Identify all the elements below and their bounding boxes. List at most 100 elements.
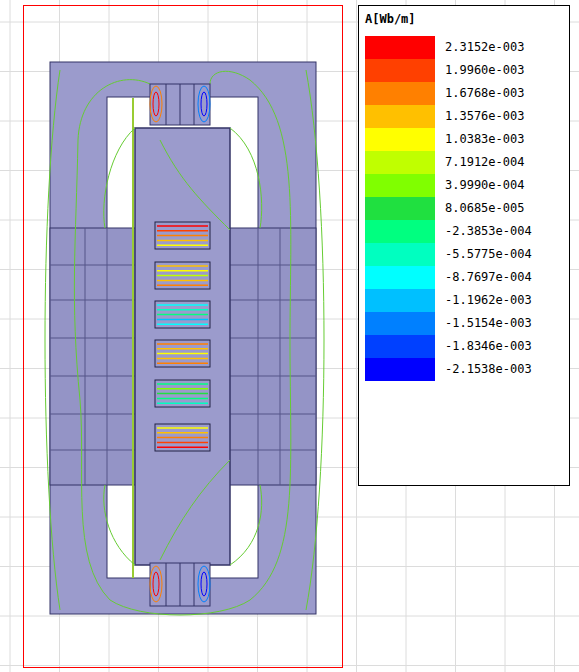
contour-line — [157, 230, 208, 232]
legend-entry: 2.3152e-003 — [365, 36, 565, 59]
contour-line — [157, 304, 208, 306]
contour-line — [157, 402, 208, 404]
grid-line — [0, 665, 579, 666]
contour-line — [157, 353, 208, 355]
legend-entry: 1.9960e-003 — [365, 59, 565, 82]
contour-line — [157, 319, 208, 321]
legend-entry: -2.3853e-004 — [365, 220, 565, 243]
coil-body — [155, 301, 210, 328]
legend-value: -2.1538e-003 — [445, 362, 532, 376]
legend-entry: 1.6768e-003 — [365, 82, 565, 105]
contour-line — [157, 280, 208, 282]
contour-line — [157, 446, 208, 448]
coil-body — [155, 380, 210, 407]
middle-coils — [155, 222, 210, 451]
contour-line — [157, 270, 208, 272]
legend-swatch — [365, 197, 435, 220]
legend-entry: -2.1538e-003 — [365, 358, 565, 381]
legend-swatch — [365, 82, 435, 105]
middle-band — [50, 228, 316, 485]
contour-line — [157, 284, 208, 286]
contour-lines — [45, 70, 324, 615]
coil — [155, 301, 210, 328]
legend-value: 8.0685e-005 — [445, 201, 524, 215]
legend-value: -5.5775e-004 — [445, 247, 532, 261]
grid-line — [0, 616, 579, 617]
legend-swatch — [365, 312, 435, 335]
legend-value: 1.3576e-003 — [445, 109, 524, 123]
contour-line — [157, 235, 208, 237]
coil-body — [155, 424, 210, 451]
center-leg — [135, 128, 230, 565]
legend-swatch — [365, 266, 435, 289]
contour-line — [157, 442, 208, 444]
legend-value: 3.9990e-004 — [445, 178, 524, 192]
legend-entry: 8.0685e-005 — [365, 197, 565, 220]
contour-line — [157, 393, 208, 395]
contour-line — [157, 437, 208, 439]
legend-swatch — [365, 289, 435, 312]
legend-swatch — [365, 151, 435, 174]
legend-value: 2.3152e-003 — [445, 40, 524, 54]
grid-line — [356, 0, 357, 672]
contour-line — [157, 432, 208, 434]
contour-line — [157, 358, 208, 360]
legend-entry: -1.1962e-003 — [365, 289, 565, 312]
contour-line — [157, 314, 208, 316]
legend-entry: -1.5154e-003 — [365, 312, 565, 335]
contour-line — [157, 225, 208, 227]
contour-line — [157, 388, 208, 390]
legend-title: A[Wb/m] — [365, 12, 416, 26]
coil — [155, 380, 210, 407]
legend-entry: 1.0383e-003 — [365, 128, 565, 151]
legend-entry: 7.1912e-004 — [365, 151, 565, 174]
band-divisions — [50, 228, 316, 485]
legend-entry: -1.8346e-003 — [365, 335, 565, 358]
legend-value: 1.0383e-003 — [445, 132, 524, 146]
contour-line — [157, 343, 208, 345]
legend-value: -2.3853e-004 — [445, 224, 532, 238]
region-boundary — [24, 6, 343, 668]
coil — [155, 262, 210, 289]
top-coil — [150, 84, 210, 125]
contour-line — [157, 362, 208, 364]
contour-line — [157, 275, 208, 277]
legend-panel: A[Wb/m] 2.3152e-003 1.9960e-003 1.6768e-003… — [358, 5, 570, 486]
legend-swatch — [365, 220, 435, 243]
legend-entry: -5.5775e-004 — [365, 243, 565, 266]
legend-entry: 3.9990e-004 — [365, 174, 565, 197]
contour-line — [157, 398, 208, 400]
legend-swatch — [365, 105, 435, 128]
legend-value: 1.9960e-003 — [445, 63, 524, 77]
coil — [155, 424, 210, 451]
coil-body — [155, 222, 210, 249]
legend-swatch — [365, 358, 435, 381]
legend-swatch — [365, 243, 435, 266]
legend-entry: -8.7697e-004 — [365, 266, 565, 289]
contour-line — [157, 244, 208, 246]
legend-value: -1.1962e-003 — [445, 293, 532, 307]
coil — [155, 340, 210, 367]
contour-line — [157, 348, 208, 350]
legend-entry: 1.3576e-003 — [365, 105, 565, 128]
legend-value: 7.1912e-004 — [445, 155, 524, 169]
coil-body — [155, 262, 210, 289]
contour-line — [157, 309, 208, 311]
contour-line — [157, 265, 208, 267]
legend-value: -1.5154e-003 — [445, 316, 532, 330]
legend-swatch — [365, 335, 435, 358]
coil-body — [155, 340, 210, 367]
coil — [155, 222, 210, 249]
grid-line — [10, 0, 11, 672]
contour-line — [157, 383, 208, 385]
contour-line — [157, 427, 208, 429]
legend-swatch — [365, 174, 435, 197]
legend-value: -8.7697e-004 — [445, 270, 532, 284]
contour-line — [132, 98, 134, 578]
contour-line — [157, 323, 208, 325]
legend-value: 1.6768e-003 — [445, 86, 524, 100]
contour-line — [157, 240, 208, 242]
outer-core — [50, 62, 316, 614]
legend-swatch — [365, 128, 435, 151]
